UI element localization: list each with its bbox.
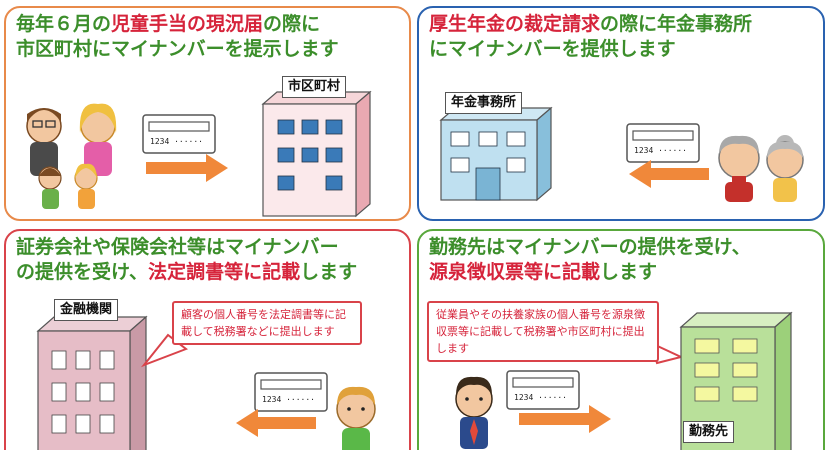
arrow-right-icon	[146, 154, 228, 182]
my-number-card-icon: 1234 ······	[142, 114, 216, 154]
panel-heading: 勤務先はマイナンバーの提供を受け、 源泉徴収票等に記載します	[429, 235, 751, 285]
heading-segment: 証券会社や保険会社等はマイナンバー	[16, 236, 339, 258]
my-number-card-icon: 1234 ······	[626, 123, 700, 163]
heading-line: 証券会社や保険会社等はマイナンバー	[16, 235, 357, 260]
my-number-card-icon: 1234 ······	[254, 372, 328, 412]
card-number-text: 1234 ······	[150, 137, 203, 146]
panel-heading: 厚生年金の裁定請求の際に年金事務所 にマイナンバーを提供します	[429, 12, 752, 62]
family-icon	[26, 103, 117, 209]
heading-line: 厚生年金の裁定請求の際に年金事務所	[429, 12, 752, 37]
heading-segment: 毎年６月の	[16, 13, 112, 35]
arrow-right-icon	[519, 405, 611, 433]
heading-line: 市区町村にマイナンバーを提示します	[16, 37, 339, 62]
panel-heading: 証券会社や保険会社等はマイナンバー の提供を受け、法定調書等に記載します	[16, 235, 357, 285]
employee-person-icon	[455, 376, 493, 449]
building-label: 勤務先	[683, 421, 735, 443]
building-label: 市区町村	[282, 76, 347, 98]
heading-line: にマイナンバーを提供します	[429, 37, 752, 62]
arrow-left-icon	[629, 160, 709, 188]
my-number-card-icon: 1234 ······	[506, 370, 580, 410]
panel-child-allowance: 毎年６月の児童手当の現況届の際に 市区町村にマイナンバーを提示します	[4, 6, 411, 221]
callout-box: 顧客の個人番号を法定調書等に記載して税務署などに提出します	[172, 301, 362, 345]
heading-line: の提供を受け、法定調書等に記載します	[16, 260, 357, 285]
heading-segment: します	[300, 261, 358, 283]
pension-office-building-icon	[439, 106, 553, 202]
heading-segment-highlight: 源泉徴収票等に記載	[429, 261, 601, 283]
heading-segment: 市区町村にマイナンバーを提示します	[16, 38, 339, 60]
heading-line: 毎年６月の児童手当の現況届の際に	[16, 12, 339, 37]
heading-segment: 勤務先はマイナンバーの提供を受け、	[429, 236, 751, 258]
heading-segment-highlight: 児童手当の現況届	[111, 13, 264, 35]
heading-segment-highlight: 厚生年金の裁定請求	[429, 13, 601, 35]
heading-line: 勤務先はマイナンバーの提供を受け、	[429, 235, 751, 260]
heading-segment: します	[600, 261, 658, 283]
panel-pension-claim: 厚生年金の裁定請求の際に年金事務所 にマイナンバーを提供します 1234 ···…	[417, 6, 825, 221]
building-label: 金融機関	[54, 299, 119, 321]
customer-person-icon	[336, 386, 376, 450]
heading-line: 源泉徴収票等に記載します	[429, 260, 751, 285]
heading-segment: の提供を受け、	[16, 261, 149, 283]
heading-segment: にマイナンバーを提供します	[429, 38, 676, 60]
callout-box: 従業員やその扶養家族の個人番号を源泉徴収票等に記載して税務署や市区町村に提出しま…	[427, 301, 659, 362]
city-office-building-icon	[261, 90, 372, 218]
arrow-left-icon	[236, 409, 316, 437]
heading-segment: の際に	[263, 13, 321, 35]
financial-institution-building-icon	[36, 315, 148, 450]
panel-illustration: 1234 ······	[26, 90, 372, 218]
panel-illustration: 1234 ······	[439, 106, 804, 202]
building-label: 年金事務所	[445, 92, 523, 114]
card-number-text: 1234 ······	[634, 146, 687, 155]
panel-heading: 毎年６月の児童手当の現況届の際に 市区町村にマイナンバーを提示します	[16, 12, 339, 62]
panel-financial-institution: 証券会社や保険会社等はマイナンバー の提供を受け、法定調書等に記載します 123…	[4, 229, 411, 450]
card-number-text: 1234 ······	[262, 395, 315, 404]
card-number-text: 1234 ······	[514, 393, 567, 402]
heading-segment: の際に年金事務所	[600, 13, 753, 35]
panel-employer: 勤務先はマイナンバーの提供を受け、 源泉徴収票等に記載します 1234 ····…	[417, 229, 825, 450]
heading-segment-highlight: 法定調書等に記載	[148, 261, 301, 283]
elderly-couple-icon	[718, 135, 804, 202]
